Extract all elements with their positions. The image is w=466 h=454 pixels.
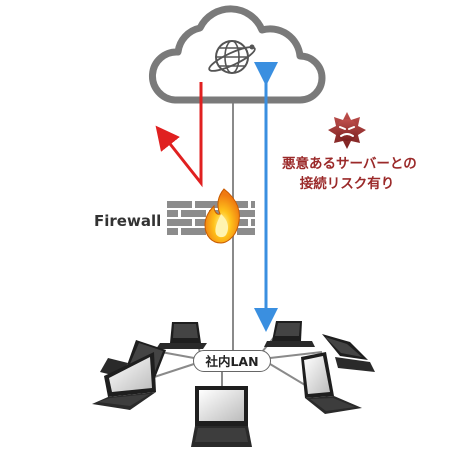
laptop-icon bbox=[191, 386, 252, 447]
firewall-label: Firewall bbox=[94, 212, 162, 230]
lan-hub-label: 社内LAN bbox=[193, 350, 271, 372]
flame-icon bbox=[204, 188, 240, 244]
red-arrow bbox=[155, 82, 203, 188]
threat-line-2: 接続リスク有り bbox=[299, 176, 395, 192]
laptop-icon bbox=[264, 321, 315, 347]
laptop-icon bbox=[322, 334, 375, 372]
cloud-icon bbox=[148, 5, 326, 104]
laptop-icon bbox=[92, 352, 156, 410]
laptop-icon bbox=[156, 322, 207, 349]
threat-line-1: 悪意あるサーバーとの bbox=[282, 156, 417, 172]
malicious-face-icon bbox=[328, 112, 366, 149]
threat-warning-text: 悪意あるサーバーとの 接続リスク有り bbox=[282, 154, 417, 194]
globe-icon bbox=[208, 40, 256, 74]
laptop-icon bbox=[301, 352, 362, 414]
